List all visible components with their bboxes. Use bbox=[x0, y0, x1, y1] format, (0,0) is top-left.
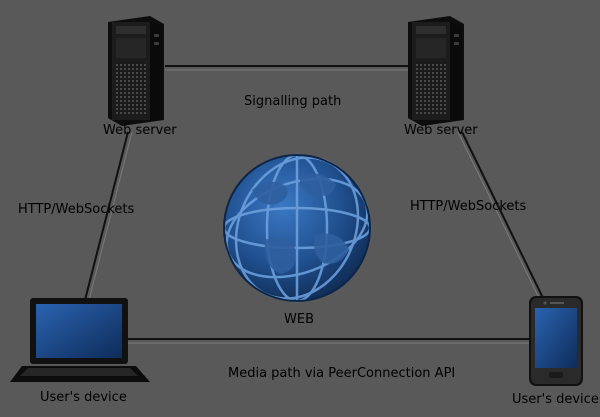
http-line-left bbox=[84, 131, 129, 301]
http-line-right bbox=[461, 131, 545, 301]
laptop-icon bbox=[10, 298, 150, 382]
phone-label: User's device bbox=[512, 392, 599, 407]
http-line-right-inner bbox=[457, 131, 541, 301]
laptop-label: User's device bbox=[40, 390, 127, 405]
signalling-label: Signalling path bbox=[244, 94, 341, 109]
server-icon bbox=[408, 16, 464, 126]
connection-lines bbox=[84, 65, 545, 344]
server-icon bbox=[108, 16, 164, 126]
media-label: Media path via PeerConnection API bbox=[228, 366, 455, 381]
globe-icon bbox=[222, 153, 372, 303]
http-left-label: HTTP/WebSockets bbox=[18, 202, 135, 217]
web-label: WEB bbox=[284, 312, 314, 327]
server-left-label: Web server bbox=[103, 123, 177, 138]
http-line-left-inner bbox=[88, 131, 133, 301]
http-right-label: HTTP/WebSockets bbox=[410, 199, 527, 214]
smartphone-icon bbox=[529, 296, 583, 386]
server-right-label: Web server bbox=[404, 123, 478, 138]
